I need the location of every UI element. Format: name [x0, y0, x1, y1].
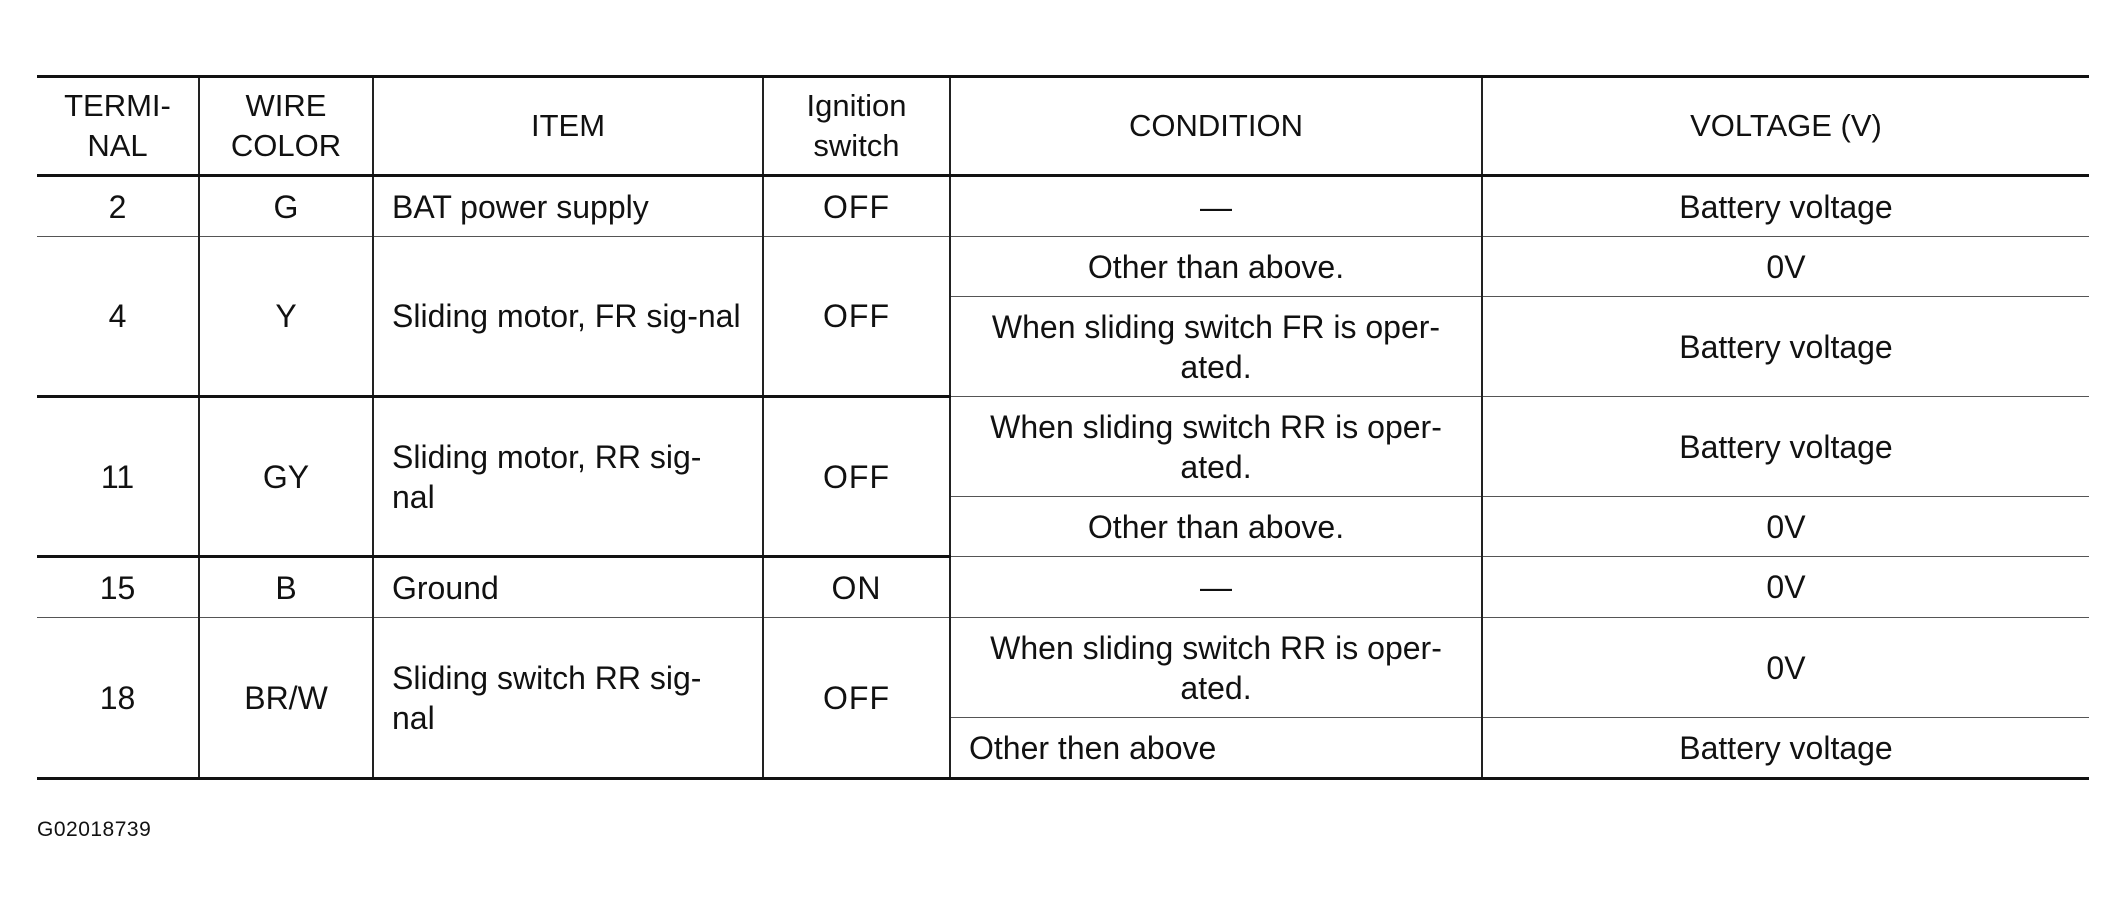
ignition-cell: ON	[762, 556, 951, 618]
ignition-cell: OFF	[762, 236, 951, 398]
terminal-cell: 11	[37, 396, 200, 558]
table-row: Other then above Battery voltage	[37, 717, 2089, 780]
voltage-cell: Battery voltage	[1481, 296, 2089, 397]
header-terminal-line2: NAL	[87, 128, 148, 163]
header-condition: CONDITION	[949, 75, 1483, 177]
condition-cell: When sliding switch RR is oper-ated.	[949, 617, 1483, 718]
item-cell: Sliding motor, RR sig-nal	[372, 396, 764, 558]
voltage-cell: Battery voltage	[1481, 396, 2089, 497]
voltage-cell: Battery voltage	[1481, 717, 2089, 780]
terminal-cell: 4	[37, 236, 200, 398]
header-wire-line1: WIRE	[245, 88, 327, 123]
condition-cell: —	[949, 556, 1483, 618]
item-cell: Sliding motor, FR sig-nal	[372, 236, 764, 398]
item-cell: Sliding switch RR sig-nal	[372, 617, 764, 780]
terminal-cell: 2	[37, 175, 200, 237]
header-wire-color: WIRE COLOR	[198, 75, 374, 177]
condition-cell: —	[949, 175, 1483, 237]
header-wire-line2: COLOR	[230, 128, 342, 163]
header-item: ITEM	[372, 75, 764, 177]
voltage-cell: 0V	[1481, 556, 2089, 618]
header-row: TERMI- NAL WIRE COLOR ITEM Ignition swit…	[37, 75, 2089, 177]
figure-id-label: G02018739	[37, 818, 152, 841]
header-terminal: TERMI- NAL	[37, 75, 200, 177]
condition-cell: When sliding switch RR is oper-ated.	[949, 396, 1483, 497]
ignition-cell: OFF	[762, 396, 951, 558]
terminal-cell: 15	[37, 556, 200, 618]
wire-color-cell: Y	[198, 236, 374, 398]
voltage-cell: Battery voltage	[1481, 175, 2089, 237]
table-row: 15 B Ground ON — 0V	[37, 556, 2089, 618]
ignition-cell: OFF	[762, 617, 951, 780]
voltage-cell: 0V	[1481, 496, 2089, 557]
header-ign-line1: Ignition	[806, 88, 907, 123]
wire-color-cell: B	[198, 556, 374, 618]
voltage-cell: 0V	[1481, 617, 2089, 718]
header-terminal-line1: TERMI-	[64, 88, 171, 123]
table-row: 2 G BAT power supply OFF — Battery volta…	[37, 175, 2089, 237]
header-ign-line2: switch	[813, 128, 900, 163]
table-row: 4 Y Sliding motor, FR sig-nal OFF Other …	[37, 236, 2089, 398]
table-row: When sliding switch FR is oper-ated. Bat…	[37, 296, 2089, 397]
condition-cell: Other then above	[949, 717, 1483, 780]
wire-color-cell: G	[198, 175, 374, 237]
item-cell: Ground	[372, 556, 764, 618]
table-row: 18 BR/W Sliding switch RR sig-nal OFF Wh…	[37, 617, 2089, 780]
condition-cell: Other than above.	[949, 236, 1483, 297]
table-row: 11 GY Sliding motor, RR sig-nal OFF When…	[37, 396, 2089, 558]
header-voltage: VOLTAGE (V)	[1481, 75, 2089, 177]
voltage-cell: 0V	[1481, 236, 2089, 297]
item-cell: BAT power supply	[372, 175, 764, 237]
table-row: Other than above. 0V	[37, 496, 2089, 557]
condition-cell: Other than above.	[949, 496, 1483, 557]
wire-color-cell: GY	[198, 396, 374, 558]
ignition-cell: OFF	[762, 175, 951, 237]
condition-cell: When sliding switch FR is oper-ated.	[949, 296, 1483, 397]
wire-color-cell: BR/W	[198, 617, 374, 780]
terminal-cell: 18	[37, 617, 200, 780]
terminal-voltage-table: TERMI- NAL WIRE COLOR ITEM Ignition swit…	[37, 75, 2089, 780]
header-ignition-switch: Ignition switch	[762, 75, 951, 177]
